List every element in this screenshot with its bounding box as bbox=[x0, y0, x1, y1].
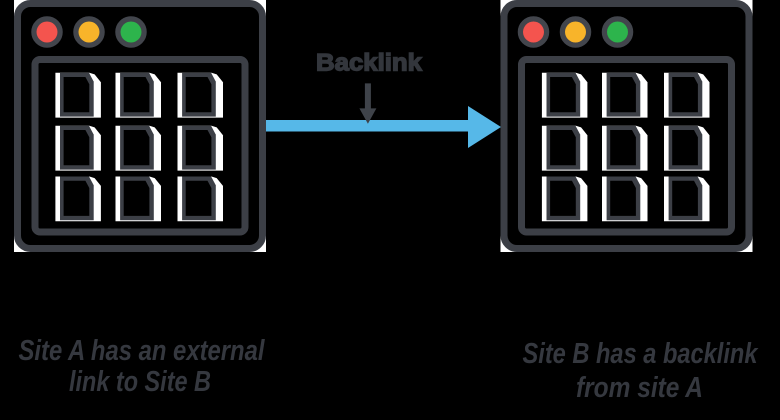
svg-text:Site B has a backlink: Site B has a backlink bbox=[523, 338, 760, 370]
svg-text:Site A has an external: Site A has an external bbox=[19, 335, 266, 367]
svg-text:from site A: from site A bbox=[576, 372, 703, 404]
svg-text:Backlink: Backlink bbox=[316, 50, 423, 77]
svg-text:link to Site B: link to Site B bbox=[69, 366, 211, 398]
